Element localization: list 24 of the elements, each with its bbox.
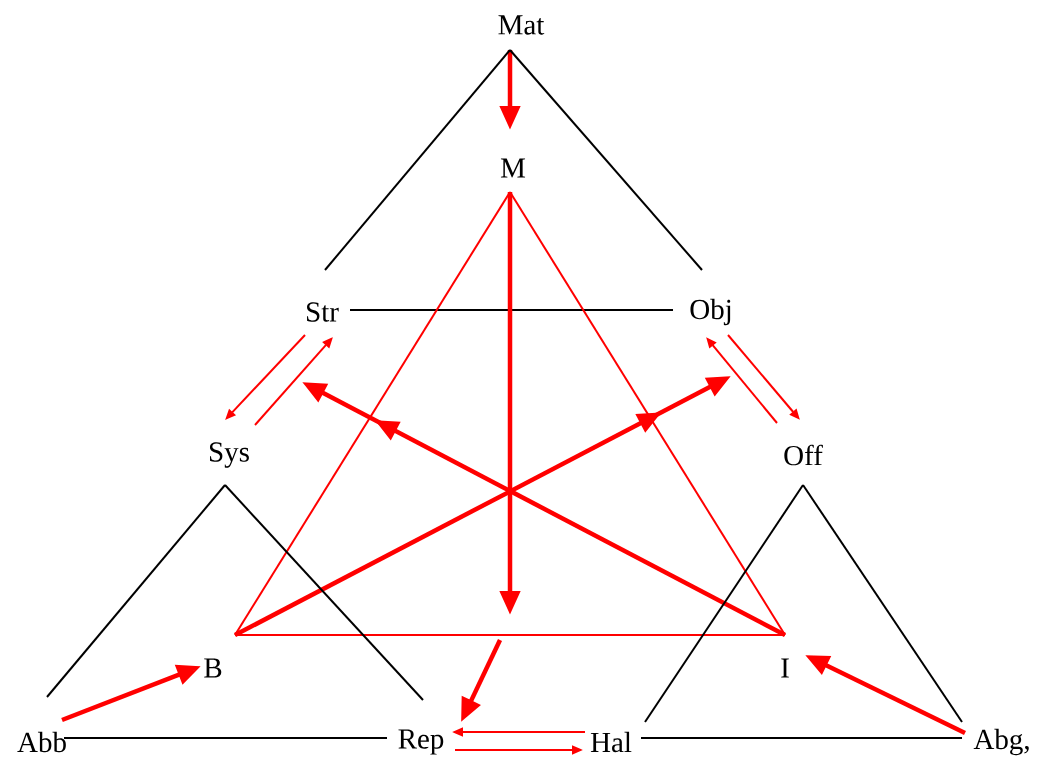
node-label: Mat [498, 15, 545, 35]
node-label: Rep [398, 729, 444, 755]
line [509, 191, 786, 636]
arrow [225, 334, 306, 420]
node-label: Obj [690, 298, 731, 326]
line [349, 309, 674, 311]
node-label: Hal [590, 731, 632, 753]
node-label: Abg, [973, 728, 1029, 756]
line [63, 737, 388, 739]
line [802, 484, 963, 723]
node-label: Sys [210, 442, 249, 468]
node-label: Abb [17, 731, 66, 753]
line [509, 49, 703, 271]
line [644, 484, 804, 723]
node-label: I [781, 658, 789, 678]
line [224, 484, 424, 701]
line [46, 484, 226, 698]
line [234, 191, 511, 636]
node-label: M [500, 158, 526, 178]
line [640, 737, 963, 739]
line [324, 49, 511, 271]
node-label: B [204, 658, 222, 678]
node-label: Off [784, 444, 823, 466]
node-label: Str [307, 302, 339, 322]
